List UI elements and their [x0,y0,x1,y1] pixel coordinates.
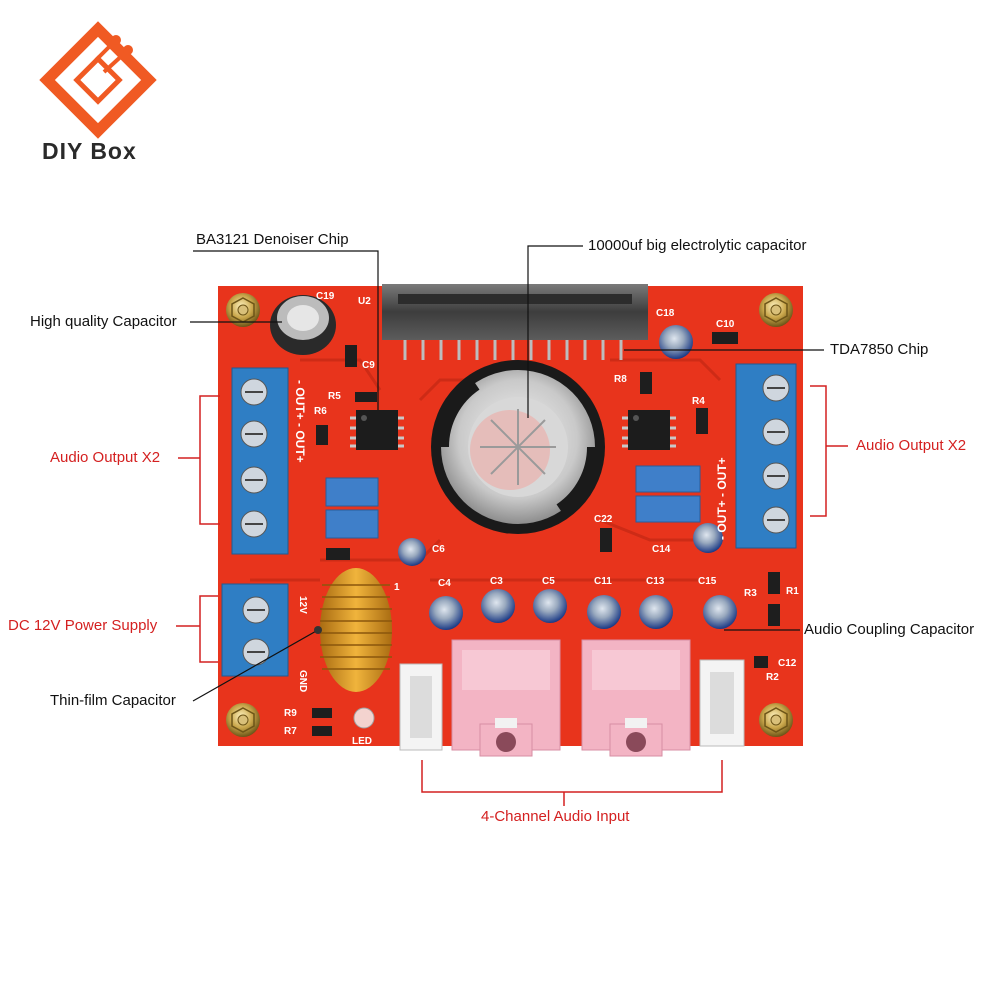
silk-c14: C14 [652,544,671,555]
annotation-leader-lines [190,245,824,702]
silk-c19: C19 [316,291,335,302]
screw-terminal-power [221,583,289,677]
silk-c22: C22 [594,514,613,525]
label-tda7850-chip: TDA7850 Chip [830,341,929,358]
mounting-screw-bottom-left [226,703,260,737]
silk-c18: C18 [656,308,675,319]
film-capacitors-left [325,477,379,539]
silk-out-left: - OUT+ - OUT+ [293,380,307,463]
silk-r8: R8 [614,374,627,385]
screw-terminal-output-right [735,363,797,549]
label-4-channel-audio-input: 4-Channel Audio Input [481,808,630,825]
silk-c5: C5 [542,576,555,587]
silk-c12: C12 [778,658,797,669]
silk-c13: C13 [646,576,665,587]
tda7850-chip [382,284,648,360]
thin-film-pointer-dot [314,626,322,634]
silk-c4: C4 [438,578,451,589]
audio-input-connector-left [399,663,443,751]
mounting-screw-top-right [759,293,793,327]
silk-c11: C11 [594,576,612,587]
label-dc-12v-power-supply: DC 12V Power Supply [8,617,158,634]
silk-gnd: GND [297,670,308,692]
small-capacitor-c6 [398,538,426,566]
silk-12v: 12V [297,596,308,614]
label-audio-output-left: Audio Output X2 [50,449,161,466]
film-capacitors-right [635,465,701,523]
annotation-brackets [176,385,848,806]
silk-r3: R3 [744,588,757,599]
silk-led: LED [352,736,372,747]
label-big-electrolytic-capacitor: 10000uf big electrolytic capacitor [588,237,807,254]
brand-name: DIY Box [42,138,137,164]
ba3121-chip-right [622,410,676,450]
small-capacitor-c18 [659,325,693,359]
silk-r5: R5 [328,391,341,402]
silk-c15: C15 [698,576,717,587]
silk-out-right: - OUT+ - OUT+ [715,457,729,540]
small-capacitor-c14 [693,523,723,553]
silk-c6: C6 [432,544,445,555]
silk-r9: R9 [284,708,297,719]
toroid-inductor [320,568,392,692]
silk-r2: R2 [766,672,779,683]
audio-jack-right [581,639,691,757]
ba3121-chip-left [350,410,404,450]
label-audio-output-right: Audio Output X2 [856,437,967,454]
brand-logo-icon [39,21,157,139]
high-quality-capacitor [270,295,336,355]
silk-one: 1 [394,582,400,593]
silk-c9: C9 [362,360,375,371]
silk-r6: R6 [314,406,327,417]
label-ba3121-denoiser-chip: BA3121 Denoiser Chip [196,231,349,248]
silk-c3: C3 [490,576,503,587]
audio-input-connector-right [699,659,745,747]
label-thin-film-capacitor: Thin-film Capacitor [50,692,176,709]
screw-terminal-output-left [231,367,289,555]
label-high-quality-capacitor: High quality Capacitor [30,313,177,330]
silk-u2: U2 [358,296,371,307]
mounting-screw-bottom-right [759,703,793,737]
label-audio-coupling-capacitor: Audio Coupling Capacitor [804,621,975,638]
silk-c10: C10 [716,319,735,330]
audio-coupling-capacitors [429,589,737,630]
silk-r4: R4 [692,396,705,407]
silk-r7: R7 [284,726,297,737]
big-electrolytic-capacitor [431,360,605,534]
led-indicator [353,707,375,729]
silk-r1: R1 [786,586,799,597]
audio-jack-left [451,639,561,757]
smd-resistors [312,332,780,736]
